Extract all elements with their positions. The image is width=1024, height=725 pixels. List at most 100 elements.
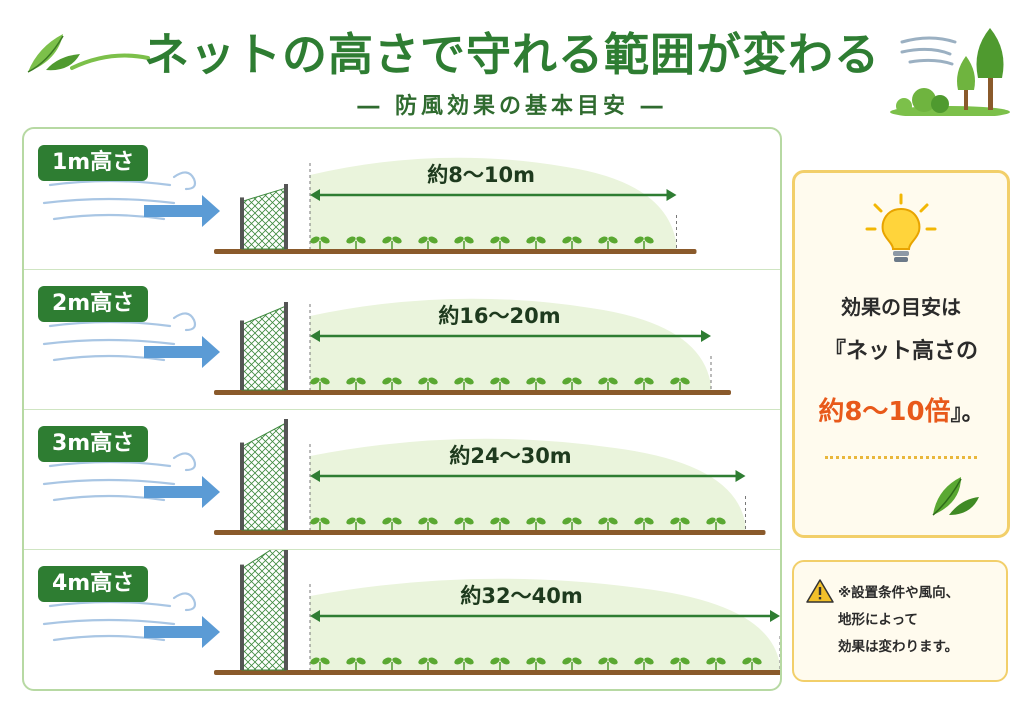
summary-line-2: 『ネット高さの: [823, 339, 978, 364]
net-pole: [240, 442, 244, 530]
wind-gust: [48, 179, 172, 187]
sprout: [490, 657, 510, 670]
summary-highlight: 約8～10倍: [818, 397, 951, 427]
row-illustration: [42, 298, 731, 395]
wind-swirl: [172, 592, 197, 612]
windbreak-net: [241, 422, 287, 531]
sprout: [382, 236, 402, 249]
sprout: [706, 517, 726, 530]
range-arrow-head-left: [310, 330, 320, 342]
range-arrow-head-left: [310, 470, 320, 482]
wind-arrow: [144, 476, 220, 508]
height-label: 3m高さ: [38, 426, 149, 462]
sprout: [310, 657, 330, 670]
wind-gust: [42, 618, 176, 626]
range-label: 約8～10m: [427, 163, 535, 187]
leaf-icon: [932, 477, 979, 516]
windbreak-net: [241, 187, 287, 250]
net-pole: [284, 302, 288, 390]
windbreak-net: [241, 305, 287, 391]
sprout: [418, 657, 438, 670]
sprout: [346, 377, 366, 390]
row-illustration: [42, 419, 766, 535]
row-4m: 4m高さ 約32～40m: [24, 549, 780, 689]
sprout: [598, 236, 618, 249]
sprout: [670, 657, 690, 670]
protected-zone: [310, 298, 711, 390]
sprout: [526, 377, 546, 390]
wind-gust: [52, 634, 166, 642]
sprout: [382, 517, 402, 530]
wind-swirl: [172, 312, 197, 332]
soil-line: [214, 530, 766, 535]
wind-gust: [42, 478, 176, 486]
protected-zone: [310, 157, 677, 249]
range-arrow-head-left: [310, 610, 320, 622]
sprout: [562, 377, 582, 390]
sprout: [382, 377, 402, 390]
tree-icon: [890, 28, 1010, 116]
windbreak-net: [241, 550, 287, 671]
sprout: [490, 377, 510, 390]
sprout: [454, 236, 474, 249]
sprout: [526, 236, 546, 249]
range-arrow-head-right: [666, 189, 677, 201]
sprout: [526, 657, 546, 670]
wind-gust: [42, 338, 176, 346]
range-arrow-head-left: [310, 189, 320, 201]
sprout: [562, 517, 582, 530]
wind-gust: [48, 460, 172, 468]
row-1m: 1m高さ 約8～10m: [24, 129, 780, 269]
sprout: [634, 657, 654, 670]
sprout: [454, 657, 474, 670]
sprout: [670, 517, 690, 530]
wind-gust: [48, 600, 172, 608]
sprout: [742, 657, 762, 670]
summary-line-3: 約8～10倍』。: [795, 391, 1007, 428]
soil-line: [214, 249, 697, 254]
sprout: [346, 517, 366, 530]
warning-icon: [806, 579, 834, 603]
wind-arrow: [144, 336, 220, 368]
net-pole: [284, 419, 288, 530]
sprout: [418, 377, 438, 390]
caution-line-3: 効果は変わります。: [838, 639, 959, 655]
summary-box: 効果の目安は 『ネット高さの 約8～10倍』。: [792, 170, 1010, 538]
summary-line-1: 効果の目安は: [841, 295, 961, 319]
soil-line: [214, 390, 731, 395]
sprout: [562, 236, 582, 249]
row-2m: 2m高さ 約16～20m: [24, 269, 780, 410]
height-label: 2m高さ: [38, 286, 149, 322]
range-label: 約32～40m: [460, 584, 583, 608]
sprout: [310, 236, 330, 249]
leaf-swoosh-decoration: [70, 53, 150, 70]
sprout: [598, 657, 618, 670]
wind-arrow: [144, 195, 220, 227]
sprout: [382, 657, 402, 670]
wind-arrow: [144, 616, 220, 648]
wind-gust: [52, 494, 166, 502]
lightbulb-icon: [865, 193, 937, 262]
sprout: [706, 657, 726, 670]
caution-line-2: 地形によって: [838, 612, 918, 628]
wind-icon: [900, 36, 957, 66]
sprout: [418, 236, 438, 249]
sprout: [526, 517, 546, 530]
net-pole: [284, 184, 288, 249]
net-pole: [284, 550, 288, 670]
sprout: [310, 377, 330, 390]
range-arrow-head-right: [770, 610, 780, 622]
caution-text: ※設置条件や風向、 地形によって 効果は変わります。: [838, 580, 1002, 661]
comparison-panel: 1m高さ 約8～10m 2m高さ 約16～20m 3m高さ 約24～30m 4m…: [22, 127, 782, 691]
wind-gust: [48, 320, 172, 328]
sprout: [310, 517, 330, 530]
caution-line-1: ※設置条件や風向、: [838, 585, 960, 601]
sprout: [598, 377, 618, 390]
sprout: [490, 236, 510, 249]
caution-note: ※設置条件や風向、 地形によって 効果は変わります。: [792, 560, 1008, 682]
height-label: 4m高さ: [38, 566, 149, 602]
net-pole: [240, 320, 244, 390]
summary-tail: 』。: [950, 401, 984, 426]
page-title: ネットの高さで守れる範囲が変わる: [143, 28, 880, 81]
sprout: [634, 517, 654, 530]
